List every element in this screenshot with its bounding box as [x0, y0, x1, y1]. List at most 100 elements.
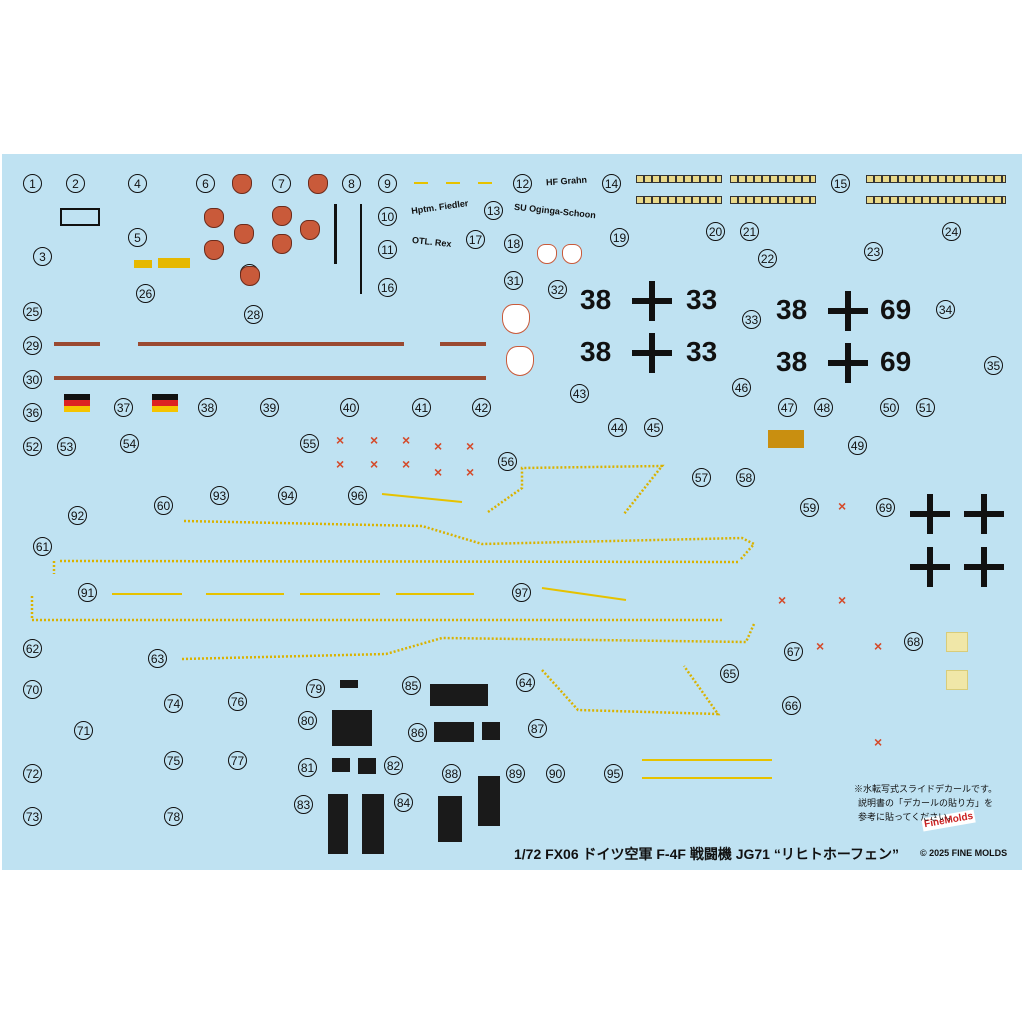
- stencil-box: [60, 208, 100, 226]
- decal-number-91: 91: [78, 583, 97, 602]
- walkway-strip: [866, 175, 1006, 183]
- decal-number-75: 75: [164, 751, 183, 770]
- squadron-crest-icon: [300, 220, 320, 240]
- decal-number-37: 37: [114, 398, 133, 417]
- decal-number-16: 16: [378, 278, 397, 297]
- cross-marker: ×: [434, 464, 443, 480]
- decal-number-95: 95: [604, 764, 623, 783]
- decal-number-50: 50: [880, 398, 899, 417]
- decal-number-54: 54: [120, 434, 139, 453]
- decal-number-48: 48: [814, 398, 833, 417]
- instrument-panel-decal: [332, 758, 350, 772]
- decal-number-46: 46: [732, 378, 751, 397]
- walkway-strip: [636, 175, 722, 183]
- decal-number-18: 18: [504, 234, 523, 253]
- squadron-crest-icon: [308, 174, 328, 194]
- cross-marker: ×: [466, 464, 475, 480]
- iron-cross-icon: [964, 494, 1004, 534]
- aircraft-code-left-4: 38: [776, 346, 808, 377]
- decal-number-86: 86: [408, 723, 427, 742]
- decal-number-22: 22: [758, 249, 777, 268]
- yellow-line: [446, 182, 460, 184]
- iron-cross-icon: [964, 547, 1004, 587]
- squadron-crest-icon: [204, 208, 224, 228]
- fuselage-stripe: [440, 342, 486, 346]
- instrument-panel-decal: [358, 758, 376, 774]
- copyright-text: © 2025 FINE MOLDS: [920, 848, 1008, 858]
- decal-number-12: 12: [513, 174, 532, 193]
- decal-number-70: 70: [23, 680, 42, 699]
- antenna-line: [334, 204, 337, 264]
- aircraft-code-left-3: 38: [776, 294, 808, 325]
- decal-number-81: 81: [298, 758, 317, 777]
- cross-marker: ×: [434, 438, 443, 454]
- squadron-crest-icon: [204, 240, 224, 260]
- instrument-panel-decal: [332, 710, 372, 746]
- cross-marker: ×: [874, 638, 883, 654]
- instruction-note-1: ※水転写式スライドデカールです。: [854, 784, 998, 794]
- instrument-panel-decal: [478, 776, 500, 826]
- aircraft-code-left-2: 38: [580, 336, 612, 367]
- decal-number-13: 13: [484, 201, 503, 220]
- iron-cross-icon: [828, 343, 868, 383]
- decal-number-57: 57: [692, 468, 711, 487]
- decal-number-15: 15: [831, 174, 850, 193]
- fuselage-stripe: [54, 342, 100, 346]
- decal-number-20: 20: [706, 222, 725, 241]
- instrument-panel-decal: [328, 794, 348, 854]
- decal-number-49: 49: [848, 436, 867, 455]
- walkway-strip: [866, 196, 1006, 204]
- instrument-panel-decal: [482, 722, 500, 740]
- iron-cross-icon: [910, 494, 950, 534]
- decal-number-4: 4: [128, 174, 147, 193]
- instruction-note-2: 説明書の「デカールの貼り方」を: [858, 798, 994, 808]
- decal-number-58: 58: [736, 468, 755, 487]
- decal-number-23: 23: [864, 242, 883, 261]
- decal-number-59: 59: [800, 498, 819, 517]
- walkway-outline: [30, 464, 772, 779]
- decal-number-76: 76: [228, 692, 247, 711]
- cross-marker: ×: [370, 432, 379, 448]
- decal-number-9: 9: [378, 174, 397, 193]
- decal-number-83: 83: [294, 795, 313, 814]
- iron-cross-icon: [828, 291, 868, 331]
- decal-number-94: 94: [278, 486, 297, 505]
- pale-panel: [946, 632, 968, 652]
- instrument-panel-decal: [438, 796, 462, 842]
- instrument-panel-decal: [340, 680, 358, 688]
- cross-marker: ×: [816, 638, 825, 654]
- aircraft-code-left-1: 38: [580, 284, 612, 315]
- decal-number-17: 17: [466, 230, 485, 249]
- decal-number-72: 72: [23, 764, 42, 783]
- decal-number-21: 21: [740, 222, 759, 241]
- decal-number-43: 43: [570, 384, 589, 403]
- decal-number-8: 8: [342, 174, 361, 193]
- decal-number-61: 61: [33, 537, 52, 556]
- decal-number-79: 79: [306, 679, 325, 698]
- squadron-crest-icon: [272, 234, 292, 254]
- warning-label: [134, 260, 152, 268]
- instrument-panel-decal: [434, 722, 474, 742]
- squadron-crest-icon: [240, 266, 260, 286]
- decal-number-14: 14: [602, 174, 621, 193]
- cross-marker: ×: [838, 592, 847, 608]
- decal-number-31: 31: [504, 271, 523, 290]
- decal-number-62: 62: [23, 639, 42, 658]
- cross-marker: ×: [336, 432, 345, 448]
- iron-cross-icon: [632, 281, 672, 321]
- aircraft-code-right-3: 69: [880, 294, 912, 325]
- instrument-panel-decal: [430, 684, 488, 706]
- decal-number-71: 71: [74, 721, 93, 740]
- decal-number-55: 55: [300, 434, 319, 453]
- decal-number-39: 39: [260, 398, 279, 417]
- decal-number-28: 28: [244, 305, 263, 324]
- decal-number-44: 44: [608, 418, 627, 437]
- iron-cross-icon: [910, 547, 950, 587]
- decal-number-74: 74: [164, 694, 183, 713]
- cross-marker: ×: [370, 456, 379, 472]
- decal-number-36: 36: [23, 403, 42, 422]
- decal-number-33: 33: [742, 310, 761, 329]
- decal-number-96: 96: [348, 486, 367, 505]
- cross-marker: ×: [466, 438, 475, 454]
- decal-number-29: 29: [23, 336, 42, 355]
